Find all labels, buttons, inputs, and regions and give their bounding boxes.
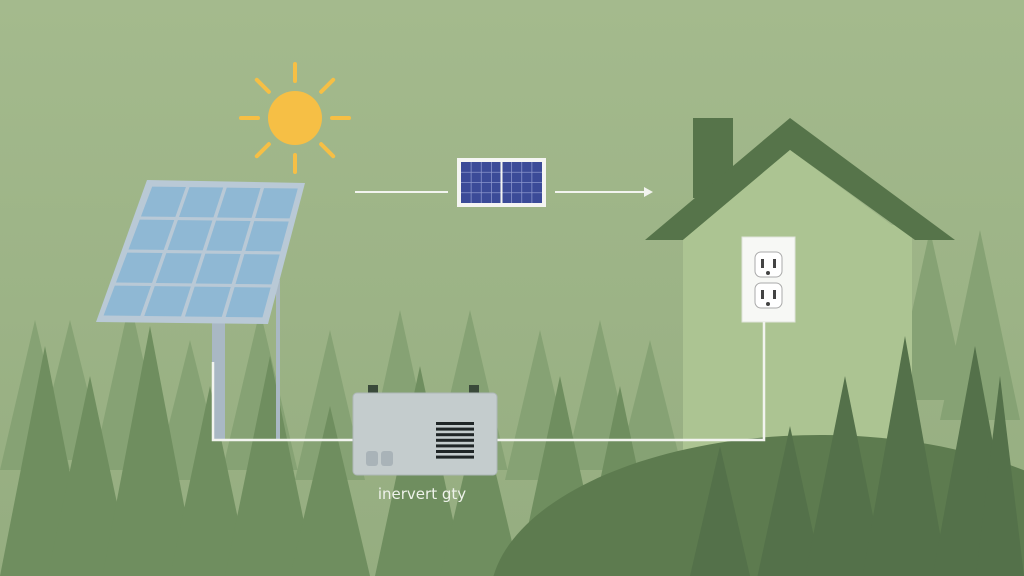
panel-cell	[235, 254, 280, 285]
vent-slot	[436, 427, 474, 431]
vent-slot	[436, 444, 474, 448]
vent-slot	[436, 450, 474, 453]
tree	[295, 330, 365, 480]
solar-panel	[96, 180, 305, 440]
tree	[290, 406, 370, 576]
wire-panel-inverter	[211, 362, 355, 442]
panel-cell	[140, 186, 186, 217]
house-wall	[683, 225, 912, 465]
panel-cell	[217, 187, 261, 218]
arrow-head-icon	[644, 187, 653, 197]
tree	[940, 230, 1020, 420]
tree	[440, 406, 520, 576]
vent-slot	[436, 438, 474, 442]
tree	[805, 376, 885, 576]
tree	[47, 376, 133, 576]
panel-pole	[212, 318, 225, 440]
sun-icon	[239, 62, 351, 174]
house	[645, 118, 955, 465]
vent-slot	[436, 455, 474, 459]
tree	[757, 426, 823, 576]
inverter-box[interactable]	[352, 385, 498, 476]
panel-cell	[206, 220, 251, 251]
tree	[225, 356, 315, 576]
sun-ray	[319, 142, 336, 159]
tree	[615, 340, 685, 480]
wire-inverter-outlet	[496, 322, 766, 442]
panel-cell	[195, 253, 241, 284]
tree	[862, 336, 948, 576]
inverter-label: inervert gty	[378, 485, 466, 503]
panel-cell	[167, 220, 213, 251]
panel-cell	[245, 221, 289, 252]
panel-cell	[155, 253, 202, 284]
tree	[102, 326, 198, 576]
panel-cell	[116, 252, 163, 283]
vent-slot	[436, 422, 474, 425]
house-roof	[645, 118, 955, 240]
panel-cell	[179, 187, 224, 218]
sun-ray	[254, 77, 271, 94]
vent-slot	[436, 433, 474, 437]
tree	[976, 376, 1024, 576]
tree	[170, 386, 250, 576]
panel-cell	[144, 286, 191, 317]
panel-cell	[128, 219, 175, 250]
tree	[690, 446, 750, 576]
panel-cell	[255, 188, 298, 219]
sun-ray	[319, 77, 336, 94]
panel-cell	[184, 286, 231, 317]
forest-hill	[690, 336, 1024, 576]
panel-cell	[103, 285, 151, 316]
sun-ray	[254, 142, 271, 159]
panel-cell	[225, 287, 271, 318]
mini-solar-panel	[457, 158, 546, 207]
wall-outlet[interactable]	[741, 236, 796, 323]
